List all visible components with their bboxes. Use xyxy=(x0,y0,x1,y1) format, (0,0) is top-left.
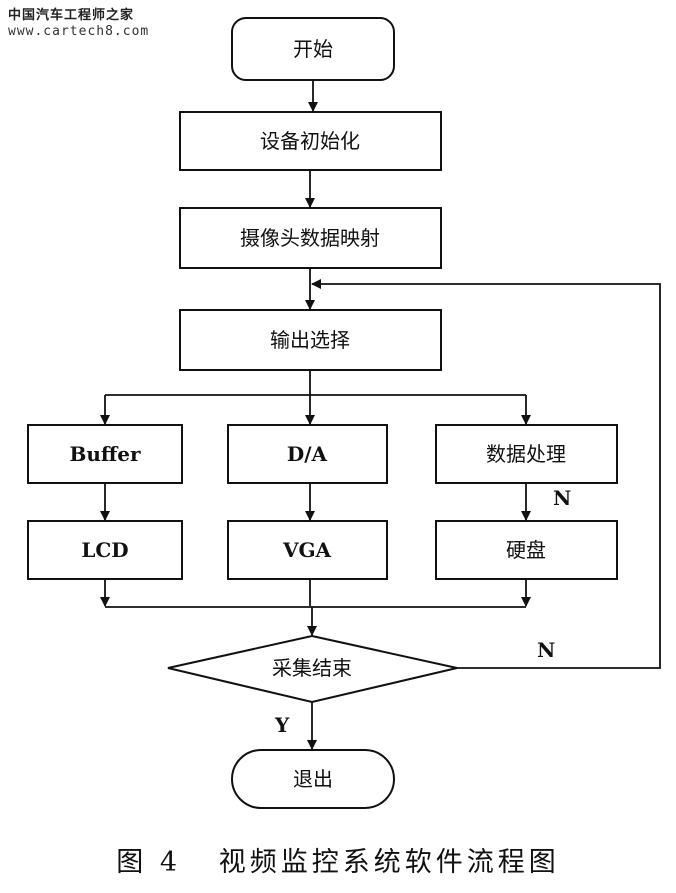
init-label: 设备初始化 xyxy=(260,129,360,153)
watermark-site-name: 中国汽车工程师之家 xyxy=(8,8,135,23)
buffer-node xyxy=(27,424,183,484)
process-node xyxy=(435,424,618,484)
decision-label: 采集结束 xyxy=(272,656,352,680)
vga-node xyxy=(227,520,388,580)
process-label: 数据处理 xyxy=(486,442,566,466)
figure-title: 视频监控系统软件流程图 xyxy=(218,847,560,878)
lcd-label: LCD xyxy=(81,538,128,562)
start-label: 开始 xyxy=(293,37,333,61)
map-node xyxy=(179,207,442,269)
flowchart: 开始 设备初始化 摄像头数据映射 输出选择 Buffer D/A 数据处理 LC… xyxy=(27,17,661,809)
select-node xyxy=(179,309,442,371)
da-label: D/A xyxy=(287,442,328,466)
loop-arrow-decision-to-select xyxy=(311,279,661,669)
vga-label: VGA xyxy=(282,538,332,562)
exit-label: 退出 xyxy=(293,767,333,791)
map-label: 摄像头数据映射 xyxy=(240,226,380,250)
figure-number: 图 4 xyxy=(116,847,181,878)
exit-node xyxy=(231,749,395,809)
select-label: 输出选择 xyxy=(270,328,350,352)
watermark-url: www.cartech8.com xyxy=(8,24,150,39)
init-node xyxy=(179,111,442,171)
disk-label: 硬盘 xyxy=(506,538,546,562)
da-node xyxy=(227,424,388,484)
label-n-disk: N xyxy=(553,486,571,510)
buffer-label: Buffer xyxy=(69,442,141,466)
label-n-loop: N xyxy=(537,638,555,662)
figure-caption: 图 4 视频监控系统软件流程图 xyxy=(0,840,676,879)
label-y-exit: Y xyxy=(274,713,290,737)
